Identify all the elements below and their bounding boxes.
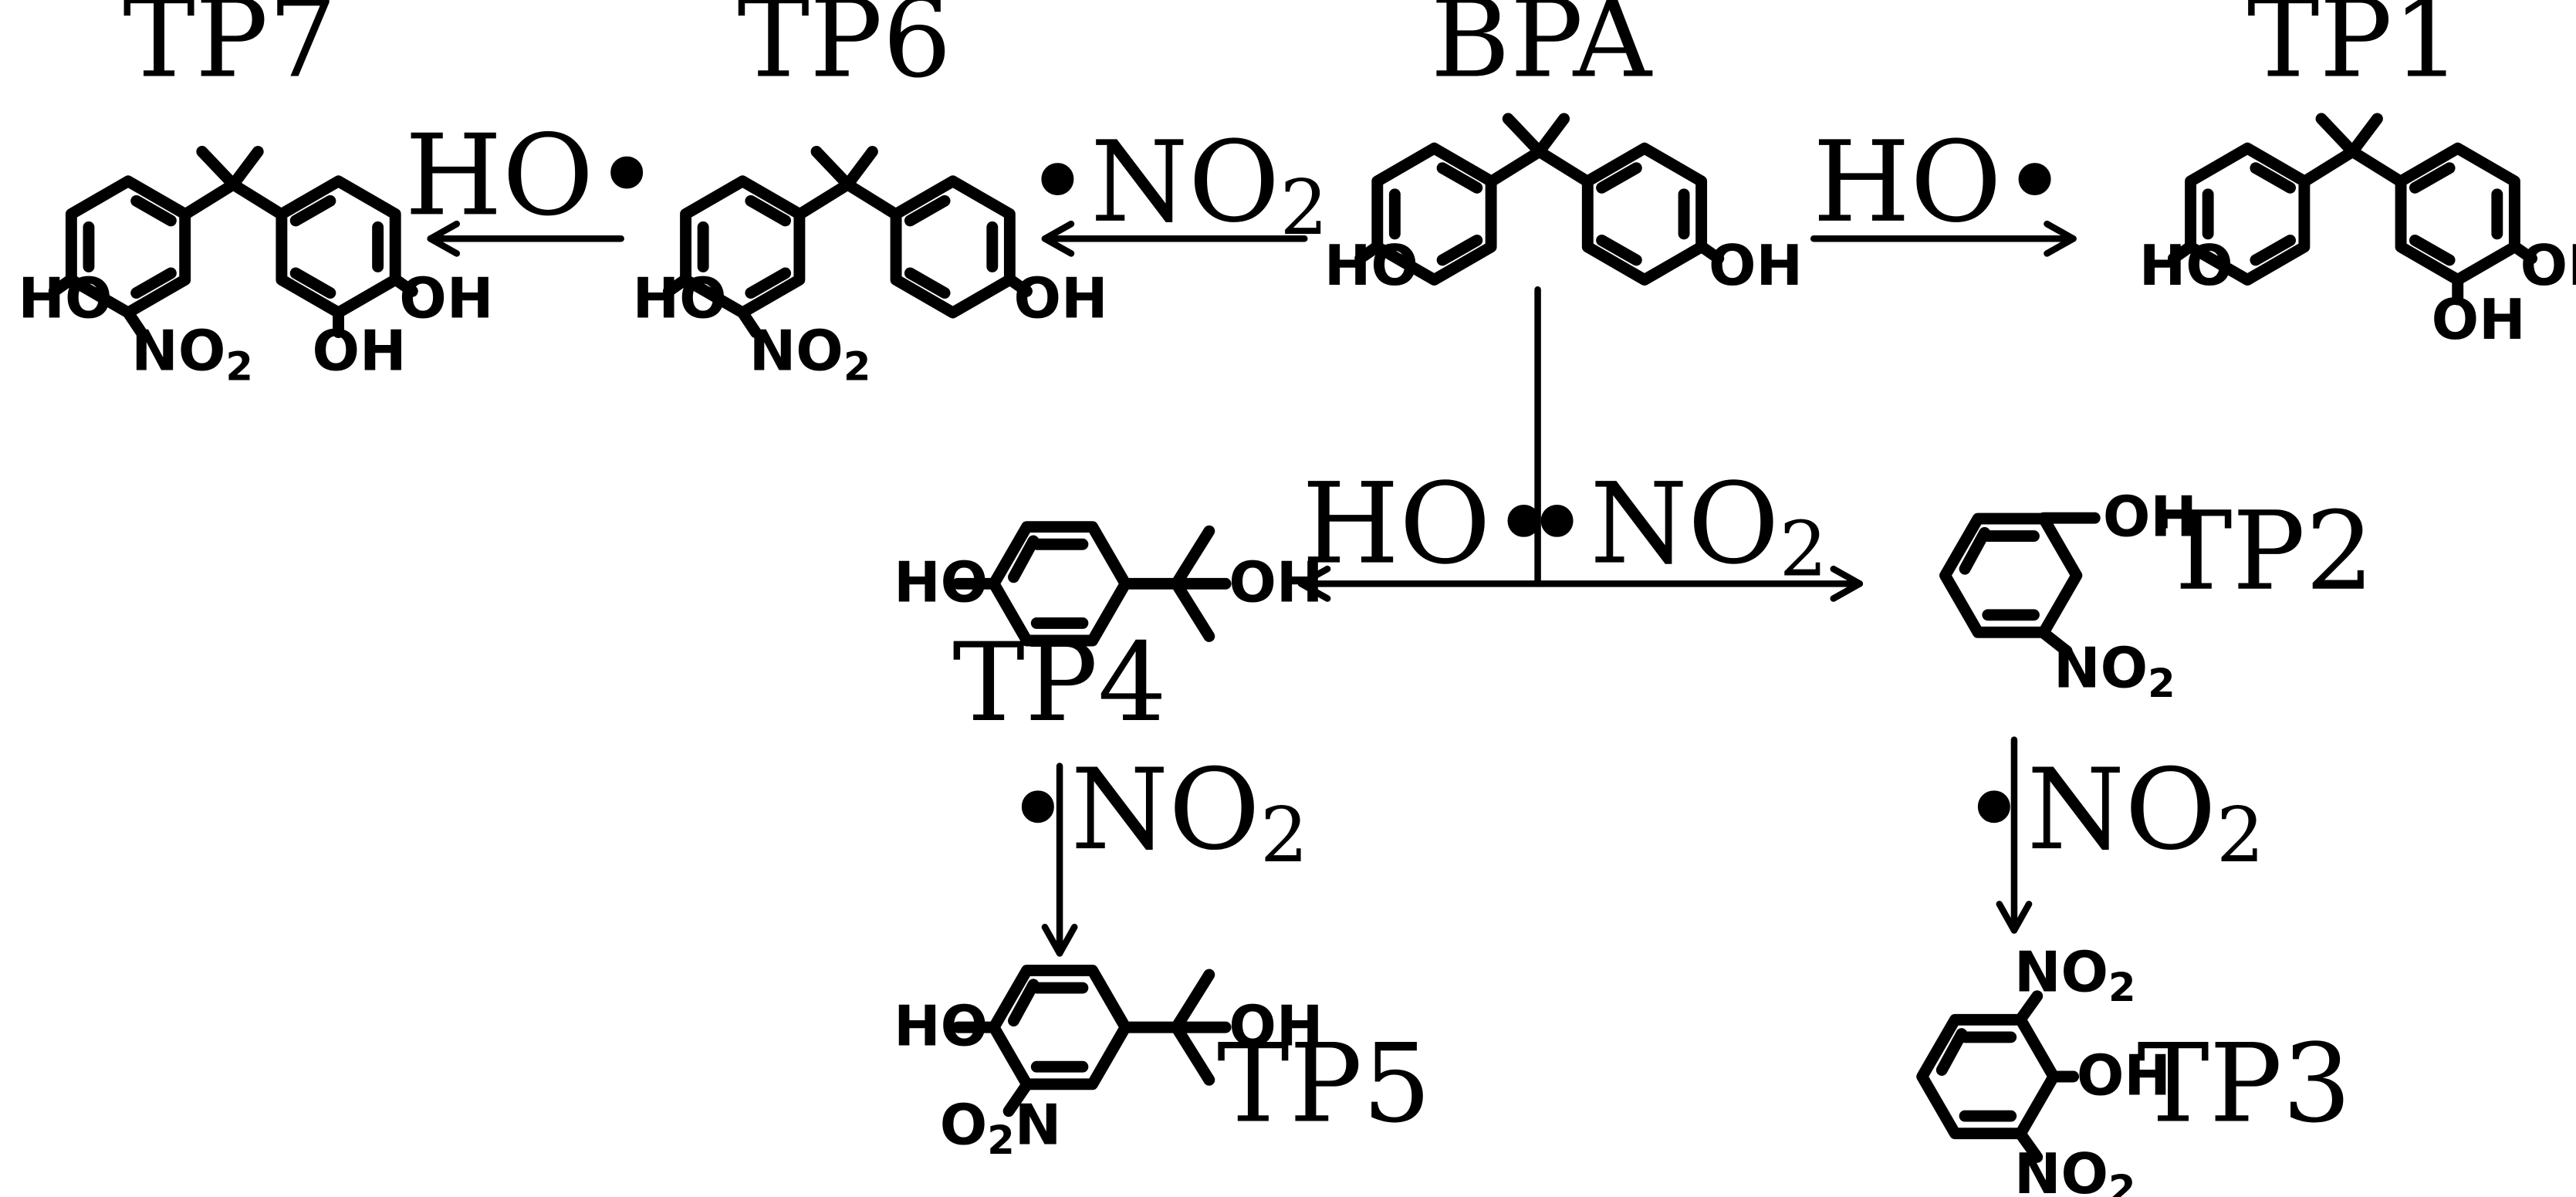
- atom-oh: OH: [312, 320, 406, 384]
- atom-ho: HO: [18, 266, 112, 331]
- arrow-bpa-to-tp1: [1810, 220, 2077, 257]
- atom-oh: OH: [2077, 1043, 2171, 1108]
- atom-oh: OH: [1013, 266, 1107, 331]
- atom-oh: OH: [2520, 234, 2576, 299]
- structure-tp2: OH NO2: [1946, 485, 2197, 707]
- atom-oh: OH: [1709, 234, 1803, 299]
- reagent-hydroxyl-tp4: HO•: [1302, 460, 1557, 590]
- atom-oh: OH: [1229, 551, 1323, 616]
- label-tp3: TP3: [2137, 1021, 2351, 1147]
- structure-tp4: HO OH: [894, 527, 1323, 641]
- atom-no2: NO2: [749, 320, 871, 391]
- atom-no2: NO2: [2014, 1142, 2136, 1197]
- atom-oh: OH: [399, 266, 493, 331]
- atom-no2: NO2: [131, 320, 253, 391]
- label-tp6: TP6: [737, 0, 952, 103]
- reagent-hydroxyl-tp1: HO•: [1813, 118, 2067, 248]
- structure-tp7: HO OH NO2 OH: [18, 146, 493, 391]
- arrow-tp6-to-tp7: [427, 220, 624, 257]
- label-tp7: TP7: [123, 0, 337, 103]
- atom-oh: OH: [2432, 288, 2526, 353]
- arrow-tp4-to-tp5: [1041, 762, 1078, 957]
- atom-oh: OH: [2103, 485, 2197, 550]
- reagent-nitro-tp3: •NO2: [1961, 746, 2264, 880]
- label-tp2: TP2: [2160, 489, 2375, 615]
- structure-tp1: HO OH OH: [2139, 113, 2576, 353]
- arrow-bpa-branch: [1297, 286, 1864, 602]
- atom-oh: OH: [1229, 995, 1323, 1060]
- atom-o2n: O2N: [940, 1093, 1062, 1164]
- atom-no2: NO2: [2054, 636, 2175, 707]
- atom-no2: NO2: [2014, 940, 2136, 1011]
- atom-ho: HO: [633, 266, 727, 331]
- reagent-nitro-tp2: •NO2: [1524, 460, 1827, 594]
- label-tp1: TP1: [2247, 0, 2462, 103]
- structure-tp5: HO OH O2N: [894, 970, 1323, 1164]
- structure-tp6: HO OH NO2: [633, 146, 1108, 391]
- arrow-bpa-to-tp6: [1041, 220, 1308, 257]
- label-tp5: TP5: [1217, 1021, 1432, 1147]
- structure-bpa: HO OH: [1324, 113, 1803, 299]
- atom-ho: HO: [1324, 234, 1418, 299]
- reagent-hydroxyl-tp7: HO•: [405, 111, 660, 241]
- atom-ho: HO: [2139, 234, 2233, 299]
- atom-ho: HO: [894, 995, 988, 1060]
- structure-tp3: NO2 OH NO2: [1922, 940, 2171, 1197]
- label-bpa: BPA: [1431, 0, 1653, 103]
- reagent-nitro-tp6: •NO2: [1025, 118, 1328, 252]
- arrow-tp2-to-tp3: [1996, 736, 2033, 934]
- reagent-nitro-tp5: •NO2: [1005, 746, 1308, 880]
- atom-ho: HO: [894, 551, 988, 616]
